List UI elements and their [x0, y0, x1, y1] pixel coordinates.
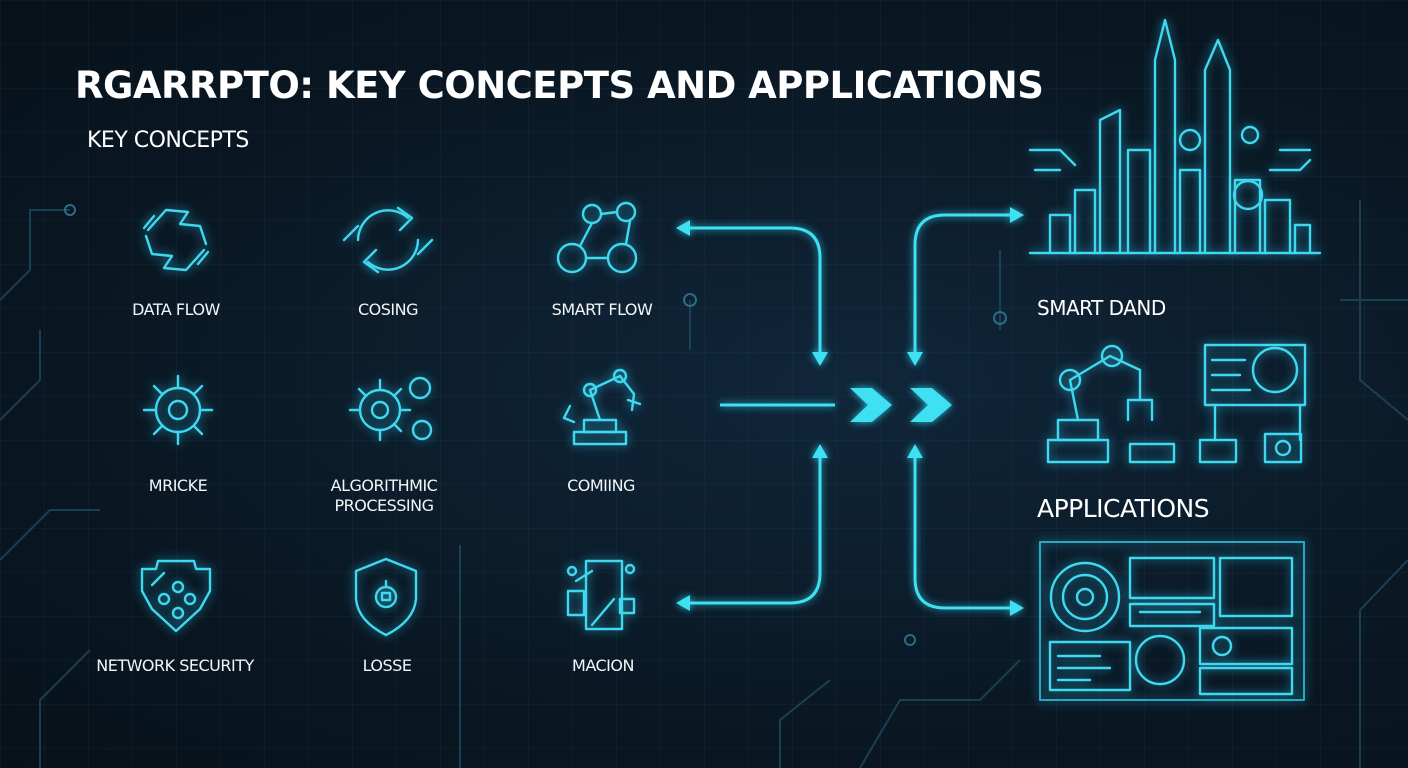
applications-heading: APPLICATIONS [1037, 494, 1210, 523]
smart-dand-label: SMART DAND [1037, 296, 1166, 320]
concept-label-comiing: COMIING [567, 476, 635, 495]
chevron-right-icon [910, 388, 952, 422]
concept-label-network-security: NETWORK SECURITY [96, 656, 254, 675]
arrow-bottom-left [684, 455, 822, 605]
concept-label-losse: LOSSE [362, 656, 412, 675]
page-title: RGARRPTO: KEY CONCEPTS AND APPLICATIONS [75, 64, 1044, 107]
gears-icon [348, 376, 433, 442]
concept-label-mricke: MRICKE [148, 476, 208, 495]
cycle-arrows-icon [342, 206, 434, 274]
recycle-arrows-icon [142, 208, 210, 272]
network-shield-icon [140, 559, 212, 633]
concept-label-macion: MACION [572, 656, 634, 675]
concept-label-smart-flow: SMART FLOW [551, 300, 653, 319]
arrow-bottom-right [913, 455, 1015, 610]
robot-arms-illustration [1046, 343, 1307, 464]
circuit-document-icon [566, 559, 636, 631]
arrow-top-right [913, 213, 1015, 355]
arrow-top-left [684, 226, 822, 355]
dashboard-illustration [1039, 541, 1305, 701]
chevron-right-icon [850, 388, 892, 422]
concept-label-cosing: COSING [357, 300, 419, 319]
key-concepts-heading: KEY CONCEPTS [87, 128, 249, 153]
concept-label-algorithmic-processing: ALGORITHMIC PROCESSING [330, 476, 438, 515]
shield-lock-icon [354, 557, 418, 637]
connected-nodes-icon [556, 201, 638, 274]
robot-arm-icon [562, 368, 642, 446]
concept-label-data-flow: DATA FLOW [132, 300, 220, 319]
smart-city-illustration [1028, 18, 1322, 255]
gear-icon [142, 374, 214, 446]
